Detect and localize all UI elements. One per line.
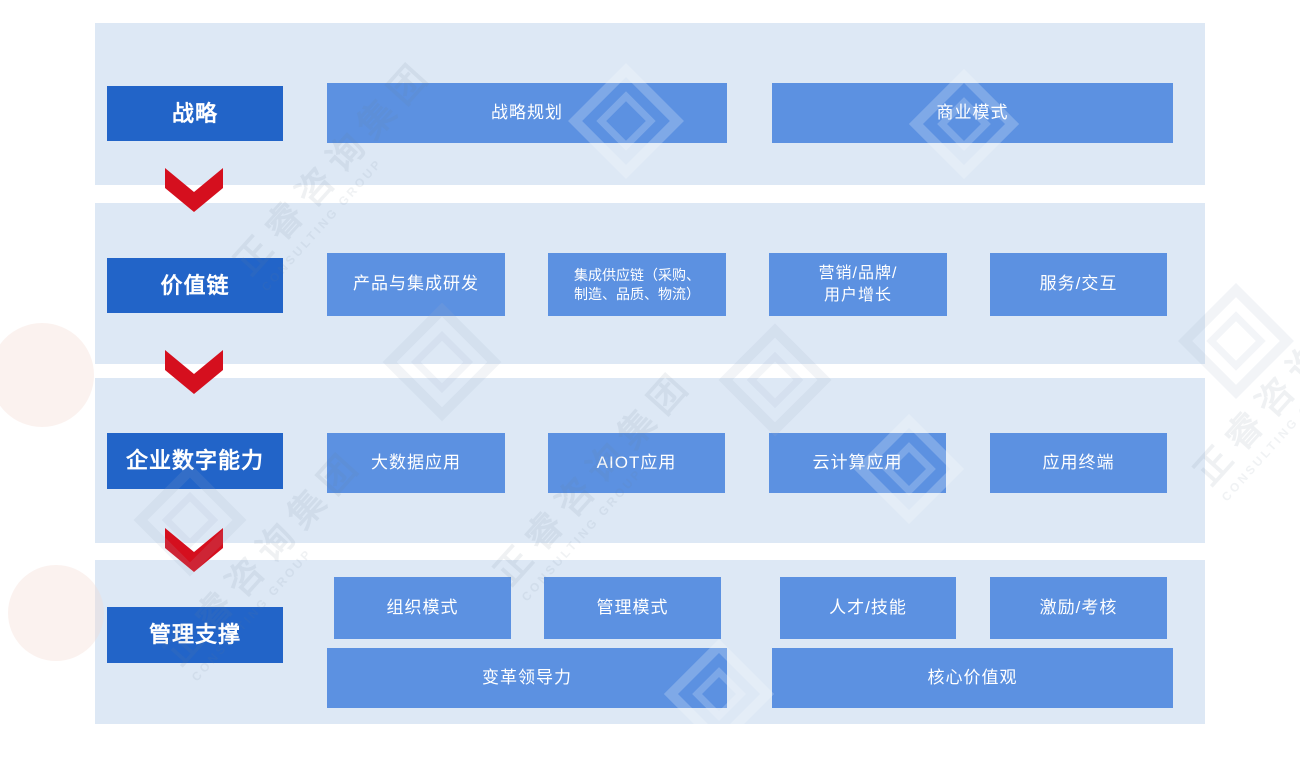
- down-chevron-arrow-2: [165, 350, 223, 394]
- down-chevron-arrow-3: [165, 528, 223, 572]
- item-marketing-brand-growth: 营销/品牌/ 用户增长: [769, 253, 947, 316]
- item-aiot: AIOT应用: [548, 433, 725, 493]
- down-chevron-arrow-1: [165, 168, 223, 212]
- item-service-interaction: 服务/交互: [990, 253, 1167, 316]
- watermark-circle: [0, 323, 94, 427]
- row-label-value-chain: 价值链: [107, 258, 283, 313]
- item-change-leadership: 变革领导力: [327, 648, 727, 708]
- item-business-model: 商业模式: [772, 83, 1173, 143]
- item-core-values: 核心价值观: [772, 648, 1173, 708]
- row-label-digital-capability: 企业数字能力: [107, 433, 283, 489]
- item-cloud-computing: 云计算应用: [769, 433, 946, 493]
- item-product-rd: 产品与集成研发: [327, 253, 505, 316]
- item-incentive-assessment: 激励/考核: [990, 577, 1167, 639]
- item-application-terminal: 应用终端: [990, 433, 1167, 493]
- item-strategic-planning: 战略规划: [327, 83, 727, 143]
- item-integrated-supply-chain: 集成供应链（采购、 制造、品质、物流）: [548, 253, 726, 316]
- row-label-management-support: 管理支撑: [107, 607, 283, 663]
- item-organization-model: 组织模式: [334, 577, 511, 639]
- watermark-circle: [8, 565, 104, 661]
- item-management-model: 管理模式: [544, 577, 721, 639]
- row-label-strategy: 战略: [107, 86, 283, 141]
- item-big-data: 大数据应用: [327, 433, 505, 493]
- item-talent-skill: 人才/技能: [780, 577, 956, 639]
